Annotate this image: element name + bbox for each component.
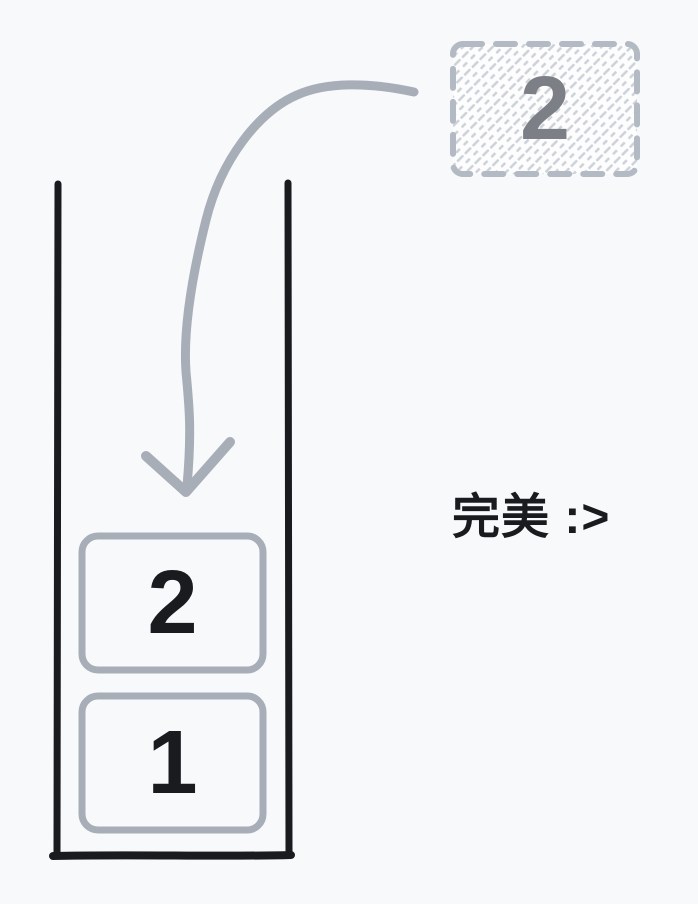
stack-right-wall bbox=[284, 179, 293, 855]
stack-bottom bbox=[49, 851, 295, 860]
floating-item-value: 2 bbox=[519, 59, 571, 159]
stack-item-value-top: 2 bbox=[147, 552, 198, 653]
caption-text: 完美 :> bbox=[452, 491, 611, 544]
floating-item-box bbox=[450, 41, 640, 177]
stack-item-value-bottom: 1 bbox=[147, 712, 198, 813]
stack-left-wall bbox=[53, 180, 62, 857]
stack-item-box-bottom bbox=[78, 692, 267, 834]
push-arrow-shaft bbox=[180, 80, 419, 491]
stack-item-box-top bbox=[78, 532, 267, 674]
push-arrow-head bbox=[141, 437, 235, 497]
stack-container bbox=[49, 179, 295, 860]
push-arrow-icon bbox=[141, 80, 419, 497]
